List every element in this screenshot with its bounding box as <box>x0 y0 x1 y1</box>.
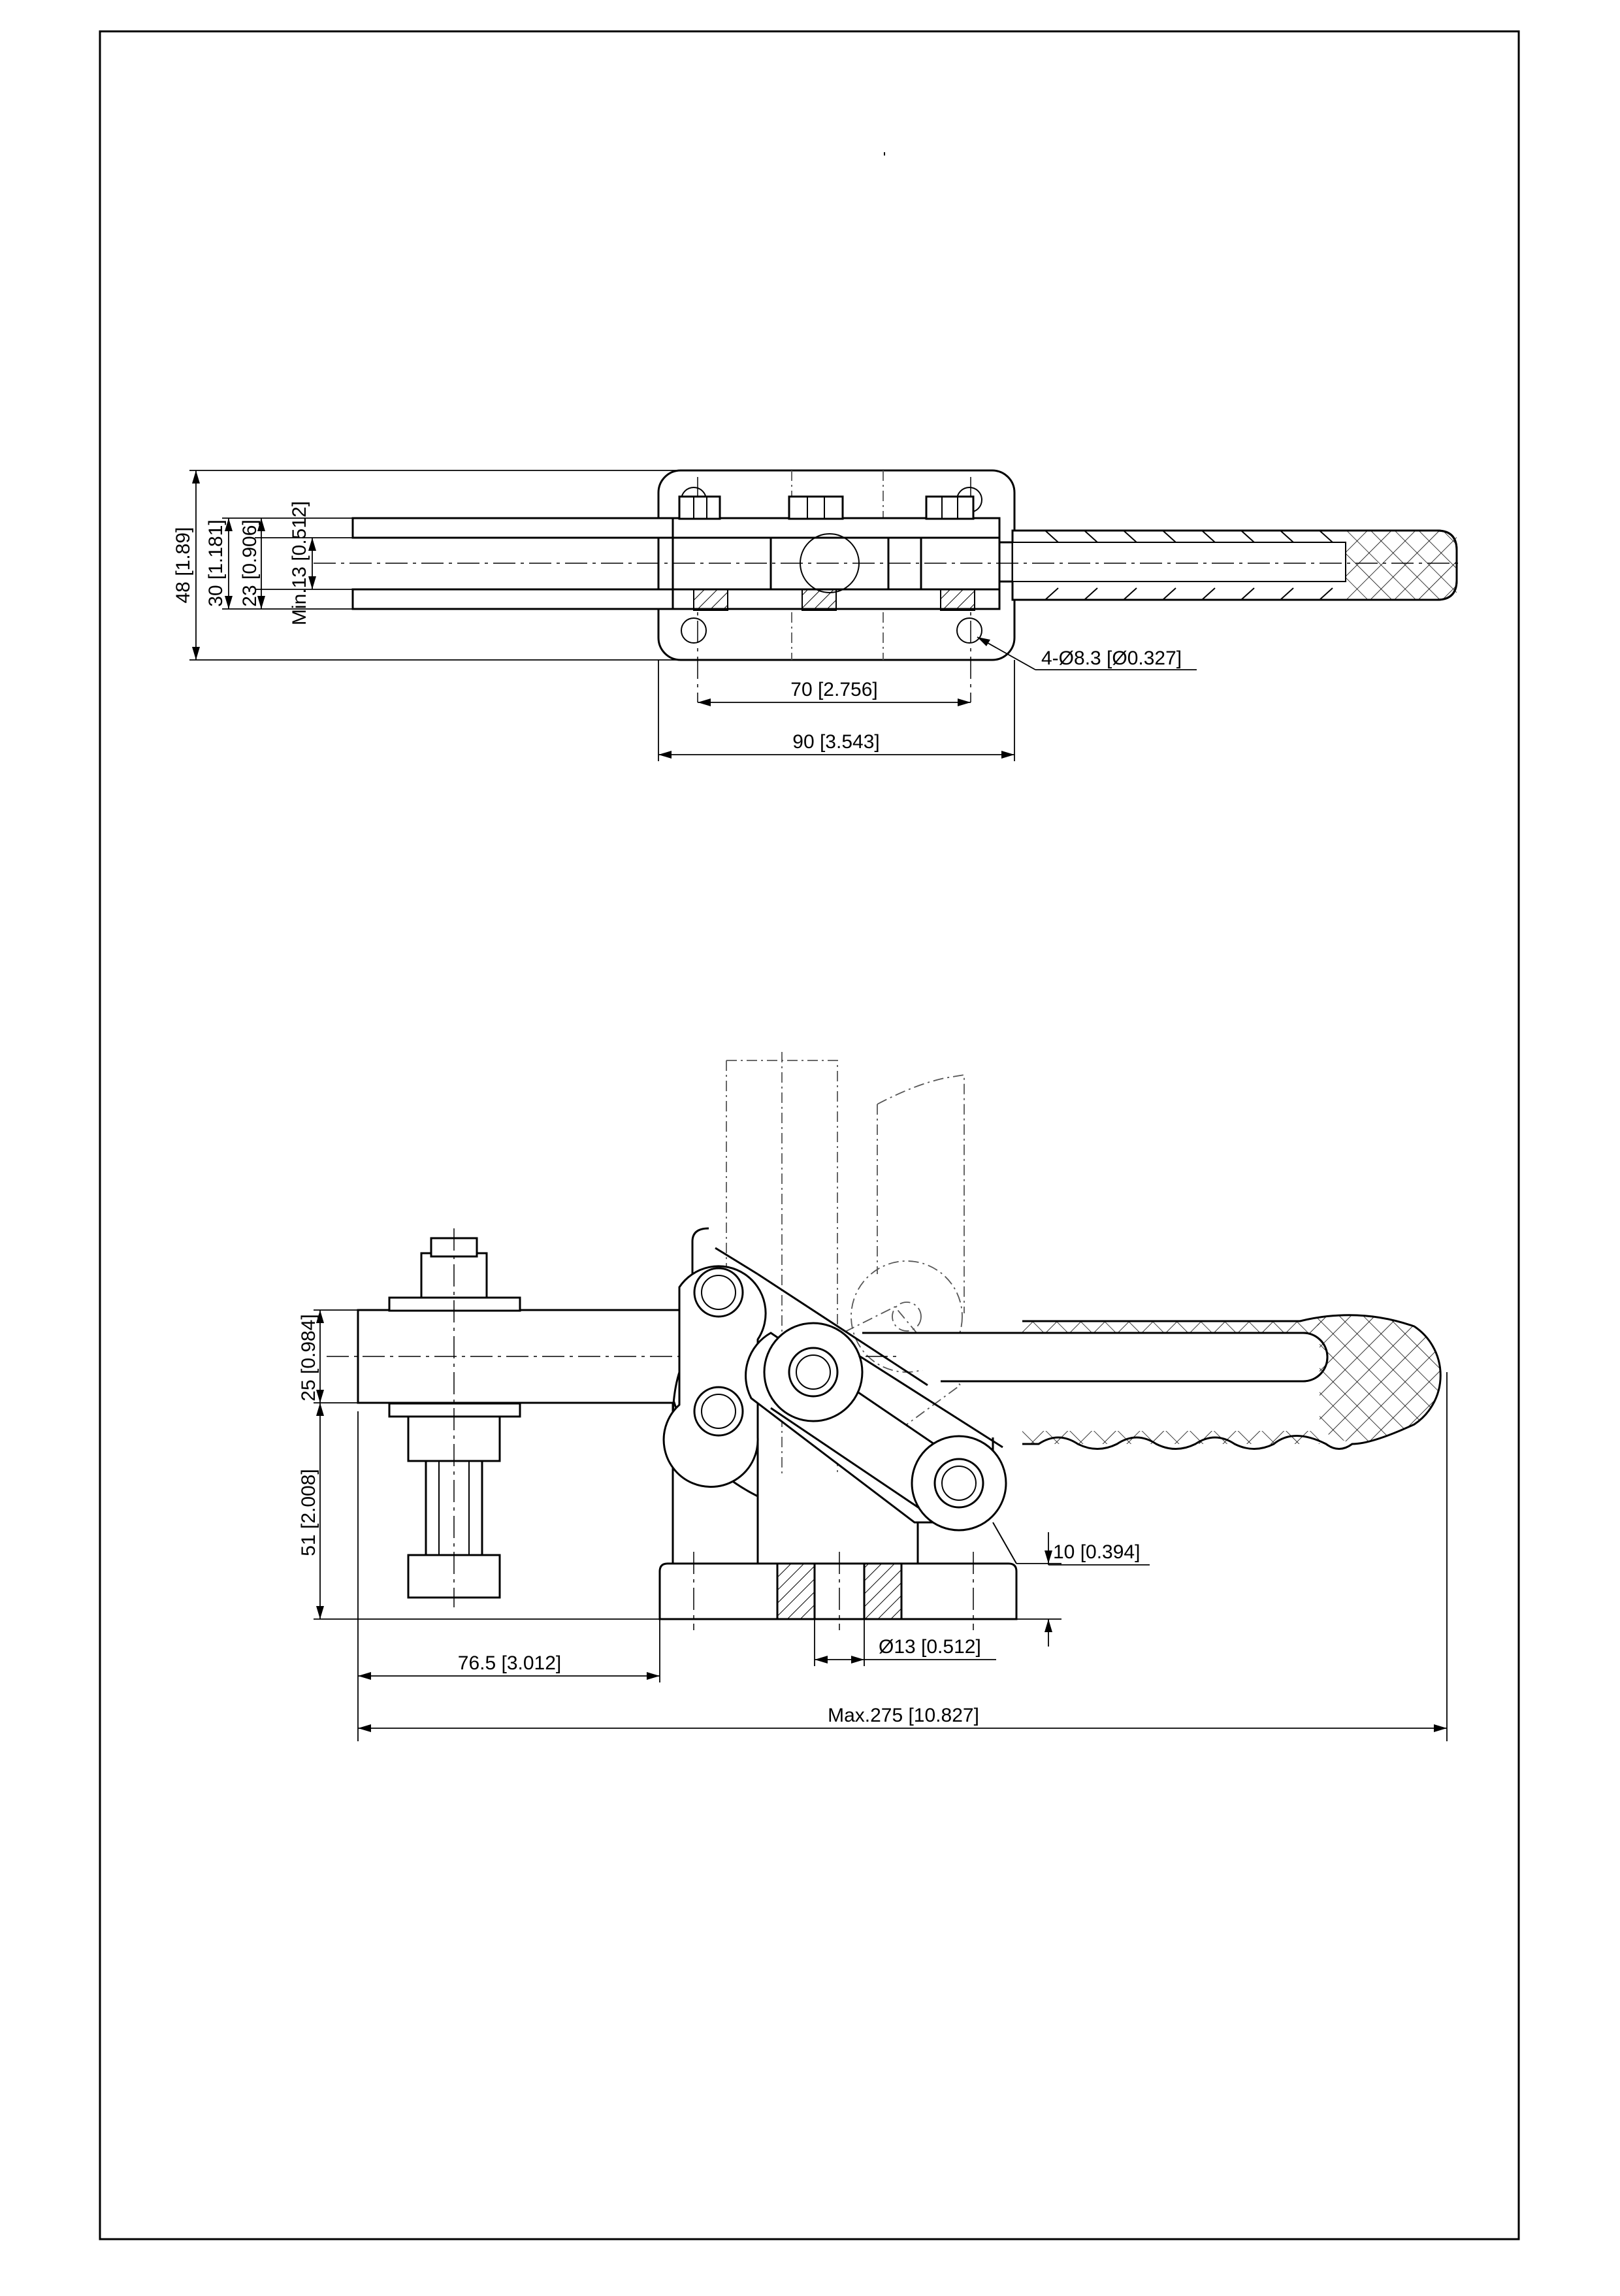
bolt-head <box>925 495 975 520</box>
mount-hole <box>681 617 707 644</box>
dim-bar-span: 30 [1.181] <box>205 519 227 606</box>
dim-max-length: Max.275 [10.827] <box>828 1705 979 1726</box>
arm-lobe <box>662 1265 767 1488</box>
bolt-head <box>678 495 721 520</box>
washer <box>388 1402 521 1418</box>
top-view: 48 [1.89] 30 [1.181] 23 [0.906] Min.13 [… <box>172 469 1460 761</box>
dim-arm-height: 25 [0.984] <box>298 1314 319 1401</box>
dim-base-width: 90 [3.543] <box>792 731 879 753</box>
handle <box>862 1332 1329 1383</box>
dim-arm-to-base: 51 [2.008] <box>298 1469 319 1556</box>
dim-mount-holes: 4-Ø8.3 [Ø0.327] <box>1041 648 1182 669</box>
mount-hole <box>956 617 982 644</box>
dim-overall-height: 48 [1.89] <box>172 527 194 604</box>
washer <box>388 1296 521 1312</box>
bolt-head <box>788 495 844 520</box>
dim-reach: 76.5 [3.012] <box>458 1652 561 1674</box>
side-view: 25 [0.984] 51 [2.008] 76.5 [3.012] Max.2… <box>298 1052 1448 1741</box>
dim-min-gap: Min.13 [0.512] <box>289 501 310 625</box>
sheet-border <box>99 30 1520 2240</box>
dim-hole-spacing: 70 [2.756] <box>790 679 877 700</box>
dim-inner-span: 23 [0.906] <box>239 519 261 606</box>
dim-base-thickness: 10 [0.394] <box>1053 1541 1140 1563</box>
dim-bore-diameter: Ø13 [0.512] <box>879 1636 981 1658</box>
spindle <box>425 1460 483 1567</box>
